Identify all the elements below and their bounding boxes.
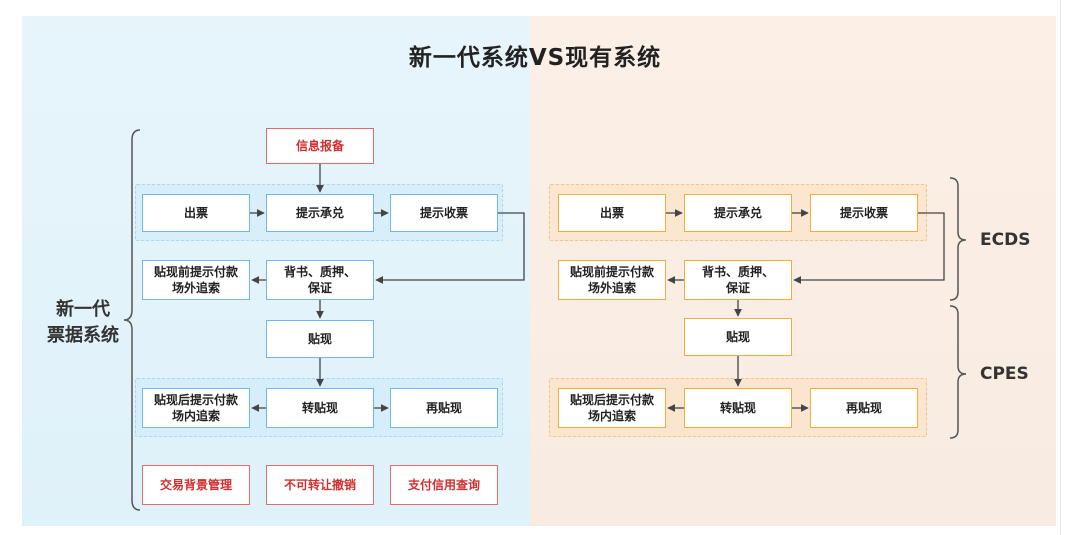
left-receipt-box: 提示收票 xyxy=(390,194,498,232)
ecds-label: ECDS xyxy=(980,230,1031,250)
left-pre-discount-line2: 场外追索 xyxy=(171,281,220,295)
page-edge-divider xyxy=(1060,0,1061,535)
right-post-discount-line2: 场内追索 xyxy=(587,409,636,423)
page-title: 新一代系统VS现有系统 xyxy=(408,45,662,71)
info-report-box: 信息报备 xyxy=(266,128,374,164)
arrow-right-receipt-to-endorse xyxy=(793,212,945,284)
right-pre-discount-line2: 场外追索 xyxy=(587,281,636,295)
credit-query-box: 支付信用查询 xyxy=(390,465,498,505)
right-transfer-discount-box: 转贴现 xyxy=(684,388,792,428)
left-system-label-line1: 新一代 xyxy=(56,299,110,320)
left-post-discount-line2: 场内追索 xyxy=(171,409,220,423)
left-endorse-line2: 保证 xyxy=(307,281,332,295)
left-endorse-box: 背书、质押、 保证 xyxy=(266,260,374,300)
right-post-discount-box: 贴现后提示付款 场内追索 xyxy=(558,388,666,428)
left-pre-discount-line1: 贴现前提示付款 xyxy=(153,265,238,279)
left-issue-box: 出票 xyxy=(142,194,250,232)
left-pre-discount-box: 贴现前提示付款 场外追索 xyxy=(142,260,250,300)
left-brace xyxy=(123,129,141,511)
left-post-discount-box: 贴现后提示付款 场内追索 xyxy=(142,388,250,428)
left-discount-box: 贴现 xyxy=(266,320,374,358)
right-discount-box: 贴现 xyxy=(684,318,792,356)
right-pre-discount-box: 贴现前提示付款 场外追索 xyxy=(558,260,666,300)
left-system-label: 新一代 票据系统 xyxy=(40,297,126,349)
arrow-left-receipt-to-endorse xyxy=(375,212,525,284)
right-pre-discount-line1: 贴现前提示付款 xyxy=(569,265,654,279)
right-issue-box: 出票 xyxy=(558,194,666,232)
cpes-brace xyxy=(949,305,967,439)
right-receipt-box: 提示收票 xyxy=(810,194,918,232)
cpes-label: CPES xyxy=(980,364,1029,384)
right-endorse-line2: 保证 xyxy=(725,281,750,295)
left-post-discount-line1: 贴现后提示付款 xyxy=(153,393,238,407)
right-acceptance-box: 提示承兑 xyxy=(684,194,792,232)
non-transferable-box: 不可转让撤销 xyxy=(266,465,374,505)
left-acceptance-box: 提示承兑 xyxy=(266,194,374,232)
left-endorse-line1: 背书、质押、 xyxy=(283,265,356,279)
right-rediscount-box: 再贴现 xyxy=(810,388,918,428)
trade-background-box: 交易背景管理 xyxy=(142,465,250,505)
right-post-discount-line1: 贴现后提示付款 xyxy=(569,393,654,407)
right-endorse-line1: 背书、质押、 xyxy=(701,265,774,279)
right-endorse-box: 背书、质押、 保证 xyxy=(684,260,792,300)
left-rediscount-box: 再贴现 xyxy=(390,388,498,428)
left-transfer-discount-box: 转贴现 xyxy=(266,388,374,428)
left-system-label-line2: 票据系统 xyxy=(47,325,119,346)
ecds-brace xyxy=(949,177,967,301)
